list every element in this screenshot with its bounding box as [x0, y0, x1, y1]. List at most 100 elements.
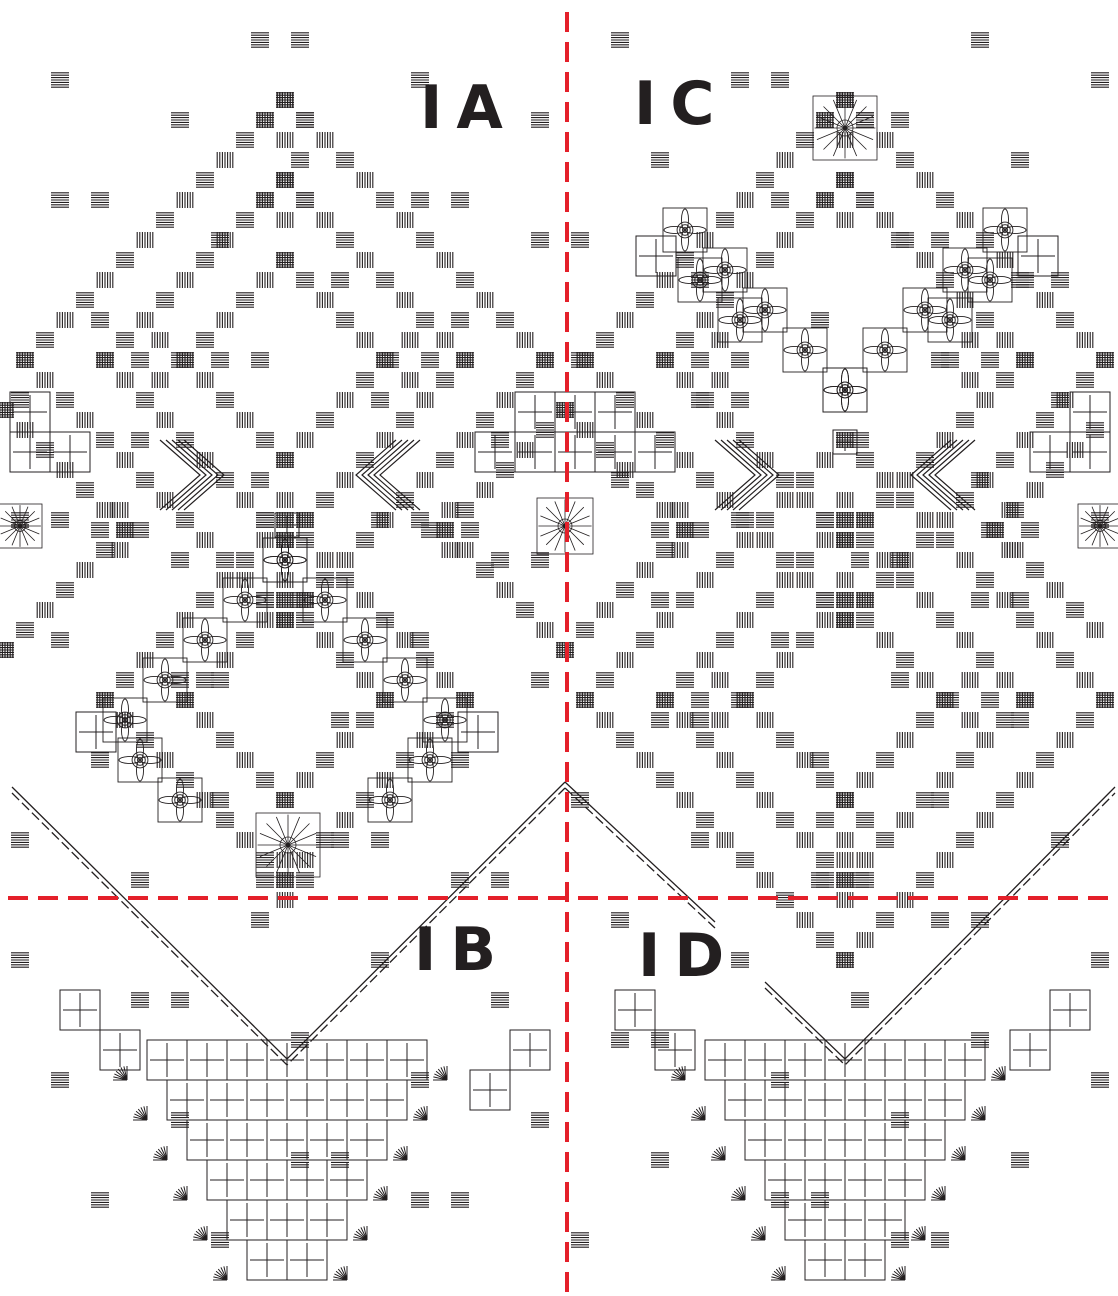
satin-stitch-bar [277, 212, 293, 228]
satin-stitch-bar [137, 312, 153, 328]
satin-stitch-bar [51, 193, 69, 207]
satin-stitch-bar [112, 502, 128, 518]
cutwork-block [1030, 432, 1070, 472]
woven-flower [863, 328, 907, 372]
satin-stitch-bar [971, 913, 989, 927]
satin-stitch-bar [117, 372, 133, 388]
satin-stitch-bar [777, 652, 793, 668]
satin-stitch-bar [51, 633, 69, 647]
cutwork-block [515, 392, 555, 432]
satin-stitch-bar [976, 653, 994, 667]
satin-stitch-bar [76, 293, 94, 307]
satin-stitch-bar [716, 213, 734, 227]
satin-stitch-bar [856, 193, 874, 207]
satin-stitch-bar [497, 582, 513, 598]
satin-stitch-bar [896, 493, 914, 507]
satin-stitch-bar [731, 353, 749, 367]
satin-stitch-bar [816, 813, 834, 827]
cutwork-block [785, 1120, 825, 1160]
satin-stitch-bar [356, 713, 374, 727]
satin-stitch-bar [171, 353, 189, 367]
satin-stitch-bar [777, 152, 793, 168]
satin-stitch-bar [276, 453, 294, 467]
fan-edge [931, 1186, 945, 1200]
satin-stitch-bar [651, 1153, 669, 1167]
satin-stitch-bar [616, 733, 634, 747]
section-label-ib: IB [414, 920, 510, 980]
satin-stitch-bar [216, 733, 234, 747]
satin-stitch-bar [837, 852, 853, 868]
satin-stitch-bar [96, 433, 114, 447]
satin-stitch-bar [417, 392, 433, 408]
satin-stitch-bar [16, 623, 34, 637]
satin-stitch-bar [996, 793, 1014, 807]
cutwork-block [555, 392, 595, 432]
satin-stitch-bar [296, 613, 314, 627]
satin-stitch-bar [397, 632, 413, 648]
satin-stitch-bar [981, 353, 999, 367]
cutwork-block [267, 1120, 307, 1160]
satin-stitch-bar [536, 423, 554, 437]
satin-stitch-bar [731, 513, 749, 527]
satin-stitch-bar [1046, 463, 1064, 477]
satin-stitch-bar [316, 413, 334, 427]
satin-stitch-bar [736, 853, 754, 867]
satin-stitch-bar [936, 613, 954, 627]
satin-stitch-bar [417, 472, 433, 488]
cutwork-block [287, 1240, 327, 1280]
satin-stitch-bar [296, 873, 314, 887]
cutwork-block [765, 1080, 805, 1120]
satin-stitch-bar [796, 213, 814, 227]
satin-stitch-bar [416, 313, 434, 327]
cutwork-block [785, 1040, 825, 1080]
satin-stitch-bar [456, 273, 474, 287]
satin-stitch-bar [357, 172, 373, 188]
satin-stitch-bar [91, 523, 109, 537]
satin-stitch-bar [891, 113, 909, 127]
eyelet-star [813, 96, 877, 160]
satin-stitch-bar [337, 472, 353, 488]
satin-stitch-bar [1076, 373, 1094, 387]
satin-stitch-bar [156, 633, 174, 647]
fan-edge [213, 1266, 227, 1280]
satin-stitch-bar [696, 733, 714, 747]
satin-stitch-bar [331, 273, 349, 287]
satin-stitch-bar [816, 773, 834, 787]
satin-stitch-bar [877, 472, 893, 488]
satin-stitch-bar [277, 252, 293, 268]
satin-stitch-bar [317, 292, 333, 308]
satin-stitch-bar [476, 413, 494, 427]
cutwork-block [945, 1040, 985, 1080]
satin-stitch-bar [1091, 1073, 1109, 1087]
cutwork-block [327, 1160, 367, 1200]
satin-stitch-bar [817, 612, 833, 628]
satin-stitch-bar [1097, 352, 1113, 368]
satin-stitch-bar [616, 393, 634, 407]
cutwork-block [307, 1200, 347, 1240]
satin-stitch-bar [136, 473, 154, 487]
satin-stitch-bar [796, 473, 814, 487]
cutwork-block [247, 1160, 287, 1200]
satin-stitch-bar [797, 752, 813, 768]
satin-stitch-bar [816, 853, 834, 867]
satin-stitch-bar [651, 153, 669, 167]
satin-stitch-bar [617, 652, 633, 668]
satin-stitch-bar [256, 593, 274, 607]
fan-edge [333, 1266, 347, 1280]
satin-stitch-bar [837, 212, 853, 228]
cutwork-blocks [10, 236, 1110, 1280]
satin-stitch-bar [837, 612, 853, 628]
satin-stitch-bar [937, 512, 953, 528]
satin-stitch-bar [771, 193, 789, 207]
satin-stitch-bar [816, 193, 834, 207]
satin-stitch-bar [856, 513, 874, 527]
satin-stitch-bar [477, 482, 493, 498]
satin-stitch-bar [211, 793, 229, 807]
satin-stitch-bar [112, 542, 128, 558]
satin-stitch-bar [856, 533, 874, 547]
satin-stitch-bar [277, 572, 293, 588]
satin-stitch-bar [1056, 313, 1074, 327]
satin-stitch-bar [857, 852, 873, 868]
fan-edge [891, 1266, 905, 1280]
satin-stitch-bar [931, 793, 949, 807]
